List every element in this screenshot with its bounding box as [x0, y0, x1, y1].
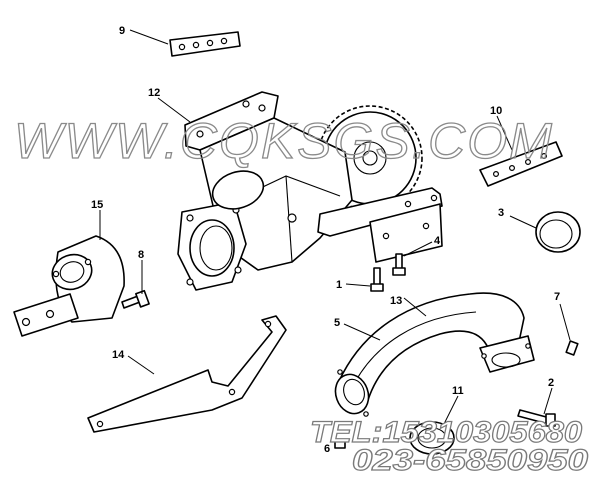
support-bracket-14 [87, 315, 287, 433]
leader-lines [99, 29, 571, 425]
callout-12: 12 [148, 87, 160, 99]
watermark-phone-1: TEL:15310305680 [310, 416, 582, 449]
outlet-elbow-15 [13, 235, 125, 337]
oil-pump-assembly-12 [177, 91, 443, 291]
bolt-7 [565, 340, 579, 356]
watermark: WWW.CQKSGS.COM TEL:15310305680 023-65850… [13, 112, 589, 477]
callout-6: 6 [324, 443, 330, 455]
callout-4: 4 [434, 235, 441, 247]
callout-3: 3 [498, 207, 504, 219]
seal-ring-3 [535, 211, 581, 253]
suction-tube-13 [334, 292, 535, 417]
bolt-8 [121, 289, 150, 309]
callout-1: 1 [336, 279, 342, 291]
gasket-10 [479, 141, 563, 187]
bolt-1 [370, 267, 384, 292]
callout-8: 8 [138, 249, 144, 261]
watermark-site: WWW.CQKSGS.COM [14, 113, 554, 169]
callout-2: 2 [548, 377, 554, 389]
callout-14: 14 [112, 349, 125, 361]
callout-7: 7 [554, 291, 560, 303]
callout-10: 10 [490, 105, 502, 117]
gasket-9 [169, 31, 241, 57]
callout-13: 13 [390, 295, 402, 307]
gasket-11 [409, 421, 455, 455]
callout-15: 15 [91, 199, 103, 211]
callouts: 9 12 10 3 4 1 15 8 13 5 7 14 2 11 6 [91, 25, 560, 455]
callout-5: 5 [334, 317, 340, 329]
bolt-6 [334, 439, 346, 449]
bolt-4 [392, 253, 406, 276]
intake-flange [177, 201, 247, 291]
callout-11: 11 [452, 385, 464, 397]
watermark-phone-2: 023-65850950 [352, 444, 588, 477]
stud-2 [517, 409, 556, 427]
callout-9: 9 [119, 25, 125, 37]
